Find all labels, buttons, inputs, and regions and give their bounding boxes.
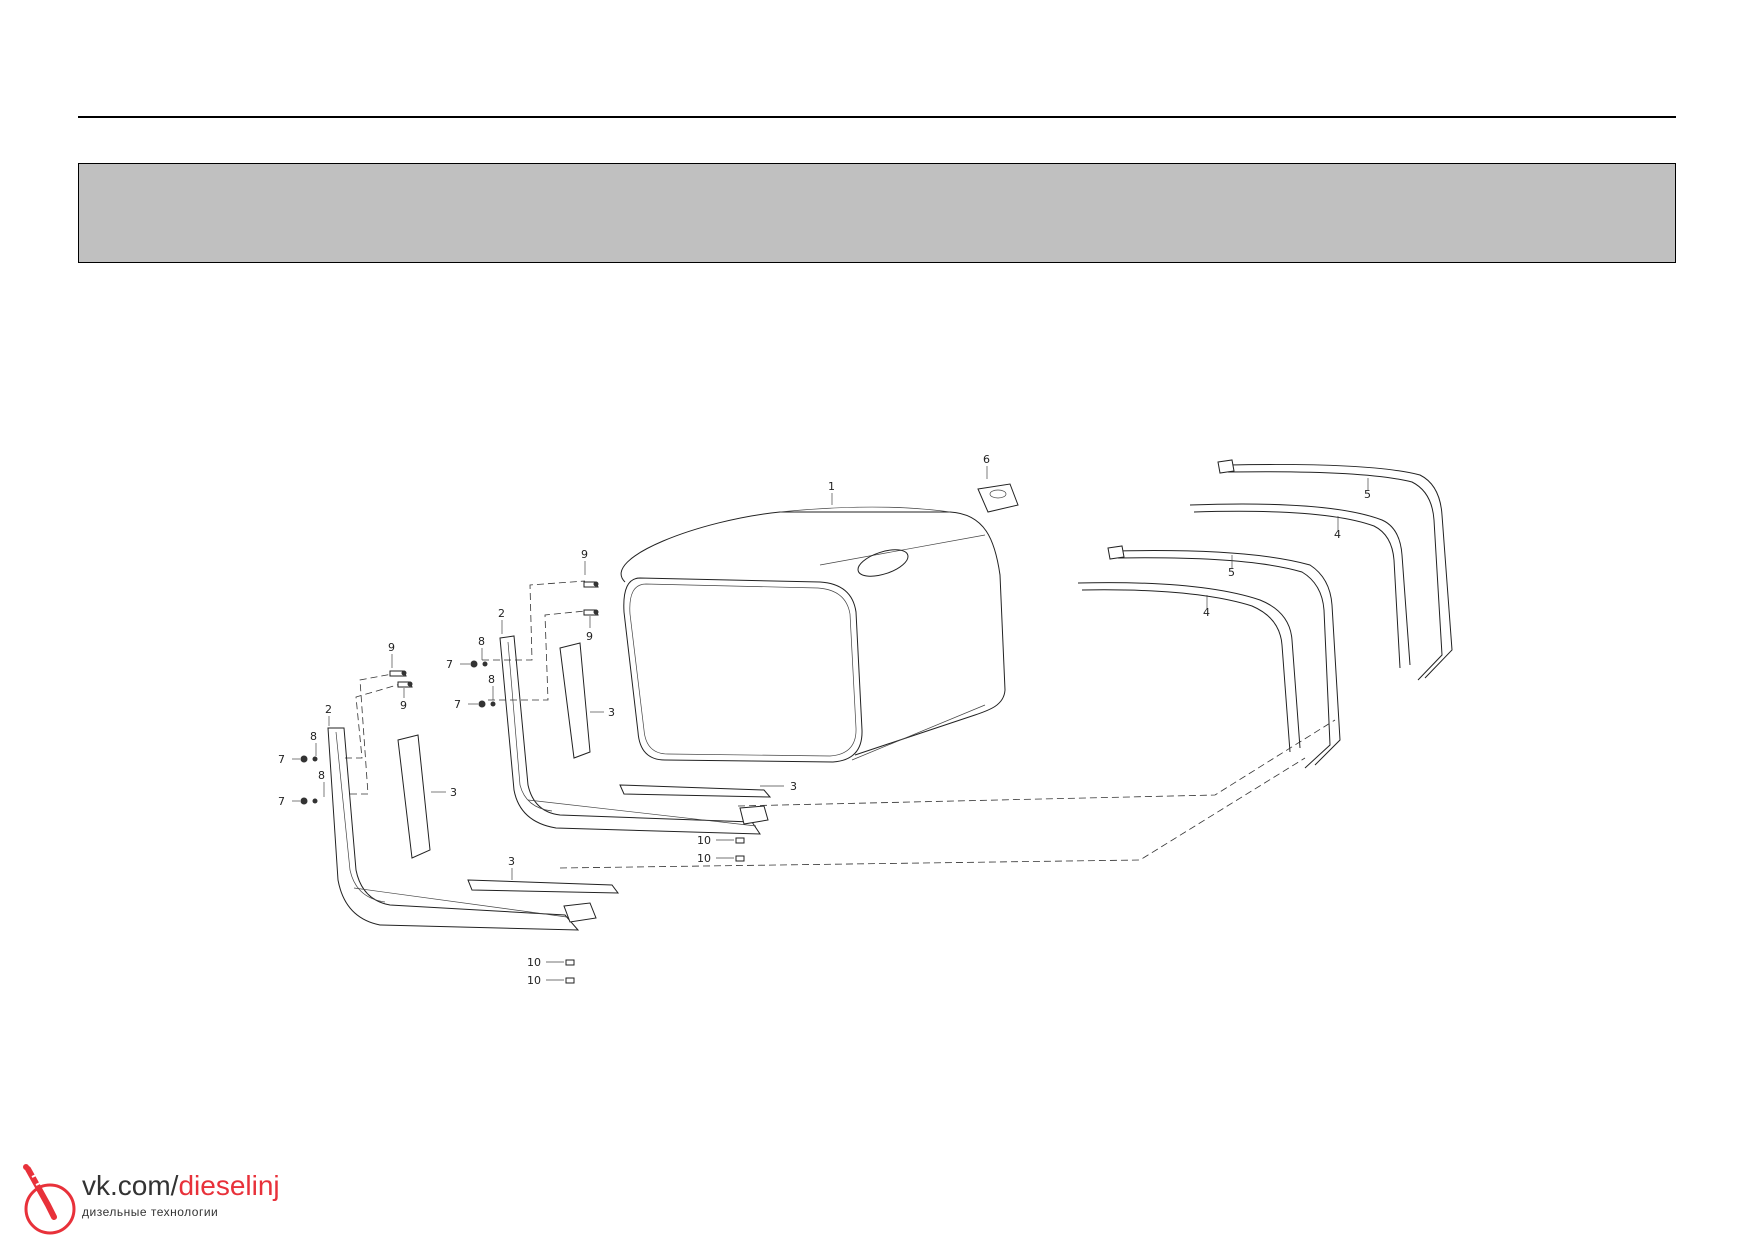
callout-8: 8 [318,769,325,782]
callout-7: 7 [446,658,453,671]
callout-3: 3 [608,706,615,719]
bracket-middle [499,635,772,835]
callout-4: 4 [1203,606,1210,619]
callout-9: 9 [581,548,588,561]
callout-10: 10 [527,974,541,987]
strap-front-5 [1217,459,1453,681]
callout-9: 9 [586,630,593,643]
callout-6: 6 [983,453,990,466]
callout-10: 10 [697,834,711,847]
callout-4: 4 [1334,528,1341,541]
callout-7: 7 [454,698,461,711]
watermark-url-name: dieselinj [178,1170,280,1201]
assembly-line-bolts-left [345,673,405,795]
strap-rear-5 [1107,545,1341,769]
top-rule [78,116,1676,118]
callout-3: 3 [450,786,457,799]
callout-2: 2 [325,703,332,716]
callout-8: 8 [310,730,317,743]
callout-7: 7 [278,753,285,766]
callout-7: 7 [278,795,285,808]
bracket-left [327,727,620,931]
injector-icon [23,1164,76,1235]
callout-2: 2 [498,607,505,620]
callout-10: 10 [527,956,541,969]
callout-3: 3 [790,780,797,793]
callout-3: 3 [508,855,515,868]
callout-1: 1 [828,480,835,493]
fuel-tank [620,506,1006,763]
callout-10: 10 [697,852,711,865]
callout-8: 8 [488,673,495,686]
strap-rear-4 [1077,582,1301,753]
callout-8: 8 [478,635,485,648]
header-band [78,163,1676,263]
watermark-url-prefix: vk.com/ [82,1170,179,1201]
callout-9: 9 [400,699,407,712]
callout-9: 9 [388,641,395,654]
strap-front-4 [1189,503,1411,669]
assembly-line-rear [559,757,1306,869]
callout-labels: 1 6 5 4 5 4 2 2 3 3 3 3 7 7 7 7 8 8 8 8 … [278,453,1371,987]
watermark-logo: vk.com/dieselinj дизельные технологии [14,1163,314,1235]
callout-5: 5 [1364,488,1371,501]
watermark-url: vk.com/dieselinj [82,1171,280,1201]
assembly-line-bolts-middle [482,580,586,701]
assembly-line-front [737,719,1336,807]
fasteners [300,581,745,984]
filler-cap [977,483,1019,513]
watermark-subtitle: дизельные технологии [82,1205,219,1219]
callout-5: 5 [1228,566,1235,579]
leader-lines [292,466,1369,981]
